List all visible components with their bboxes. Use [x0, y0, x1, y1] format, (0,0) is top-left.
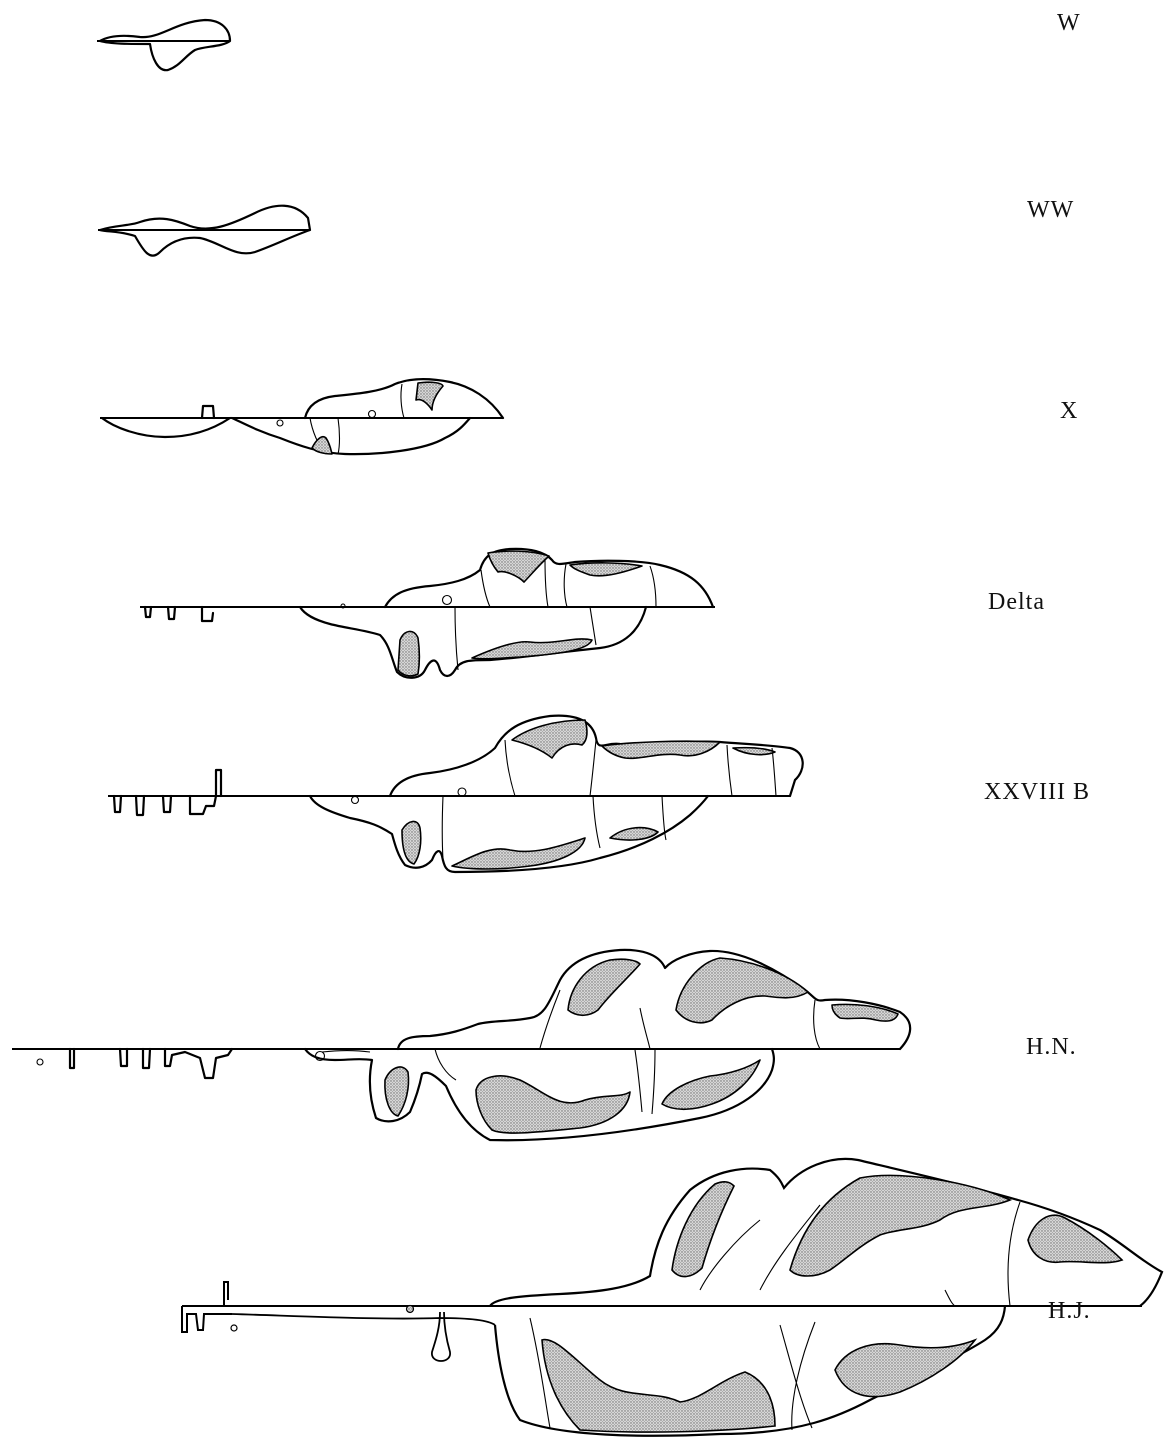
label-x: X — [1060, 398, 1078, 425]
section-hj-shaded-c — [1028, 1215, 1122, 1263]
section-hj-pore-left — [231, 1325, 237, 1331]
label-hj: H.J. — [1048, 1298, 1091, 1325]
section-hj-body — [182, 1159, 1162, 1436]
section-hj-duct-lower — [232, 1314, 495, 1325]
label-w: W — [1057, 10, 1081, 37]
label-delta: Delta — [988, 589, 1045, 616]
label-hn: H.N. — [1026, 1034, 1077, 1061]
section-hj-shaded-e — [835, 1340, 975, 1397]
label-xxviii-b: XXVIII B — [984, 779, 1090, 806]
label-ww: WW — [1027, 197, 1074, 224]
section-hj-drop — [432, 1312, 450, 1361]
section-hj-shaded-a — [672, 1182, 734, 1277]
section-hj-pore-1 — [407, 1306, 414, 1313]
section-hj-shaded-d — [542, 1340, 775, 1433]
section-hj-shaded-b — [790, 1175, 1010, 1276]
